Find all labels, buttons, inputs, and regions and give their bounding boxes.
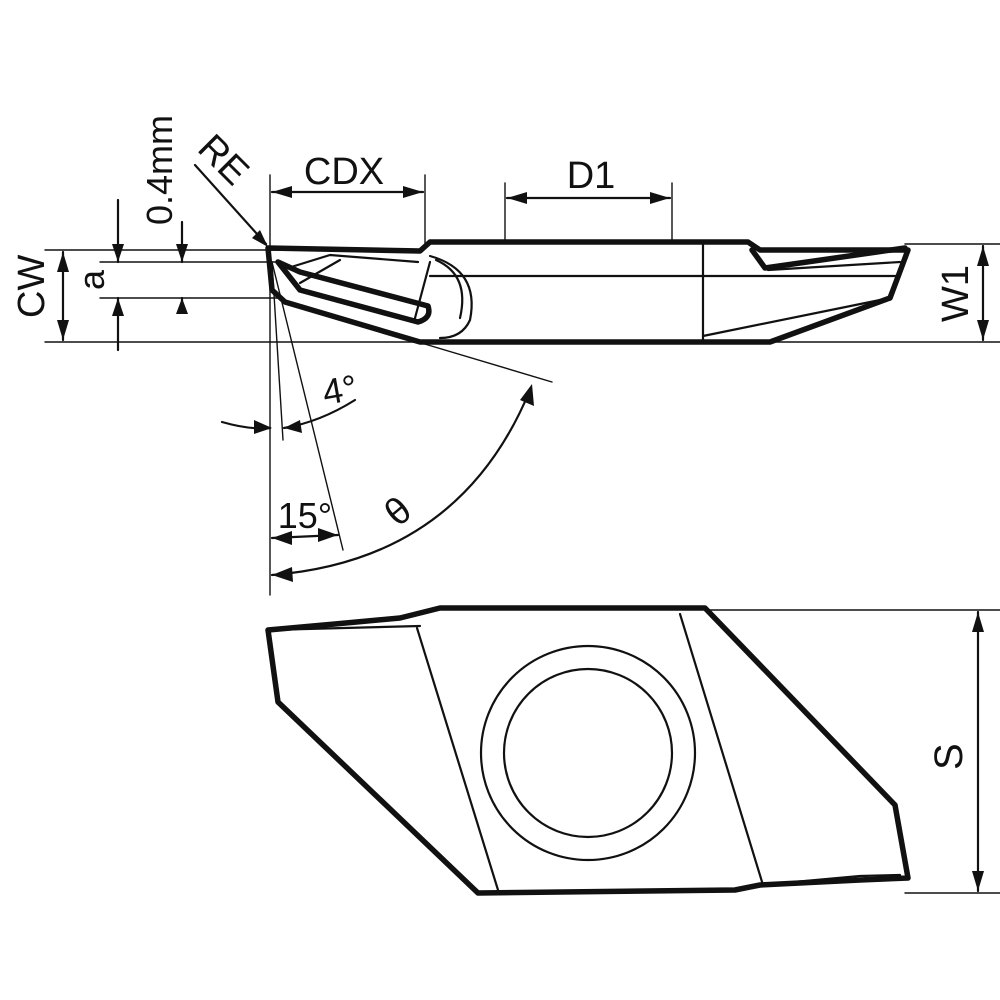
angle-15-dimension	[270, 528, 340, 545]
hole-outer	[479, 644, 697, 862]
theta-dimension	[270, 384, 534, 582]
s-dimension	[972, 610, 984, 893]
chip-groove	[275, 259, 432, 325]
relief-curve-inner	[434, 258, 464, 320]
plan-right-facet	[678, 612, 765, 887]
angle-15-label: 15°	[278, 495, 332, 536]
cdx-label: CDX	[304, 151, 384, 193]
cdx-dimension	[270, 186, 425, 198]
angle-4-label: 4°	[319, 367, 360, 413]
side-view	[44, 239, 1000, 345]
angle-4-dimension	[220, 398, 357, 434]
plan-left-facet	[415, 626, 500, 892]
groove-diagonal	[298, 258, 342, 285]
a-label: a	[71, 269, 112, 290]
theta-line	[417, 341, 553, 383]
relief-edge	[413, 260, 432, 320]
d1-label: D1	[567, 155, 616, 197]
cw-dimension	[57, 250, 69, 342]
re-label: RE	[190, 127, 257, 194]
rake-edge	[749, 245, 908, 271]
cw-label: CW	[11, 255, 53, 318]
hole-inner	[502, 667, 674, 839]
insert-profile-outline	[265, 239, 911, 345]
d1-dimension	[505, 192, 672, 204]
15deg-line	[271, 261, 344, 551]
chamfer-line	[701, 298, 882, 338]
theta-label: θ	[377, 489, 420, 535]
plan-edge-bottom	[758, 873, 902, 887]
w1-label: W1	[935, 265, 977, 322]
dim-04mm	[176, 220, 188, 314]
dim-04mm-label: 0.4mm	[139, 115, 180, 225]
angle-lines	[271, 261, 553, 551]
insert-plan-outline	[265, 605, 911, 896]
rake-edge-inner	[766, 260, 902, 272]
groove-top-line	[286, 253, 420, 270]
s-label: S	[927, 743, 971, 770]
4deg-line	[271, 261, 284, 441]
w1-dimension	[977, 244, 989, 342]
re-leader	[193, 163, 268, 247]
a-dimension	[112, 198, 124, 352]
relief-curve-outer	[428, 254, 473, 340]
plan-edge-top	[266, 624, 422, 632]
plan-view	[265, 605, 1000, 896]
